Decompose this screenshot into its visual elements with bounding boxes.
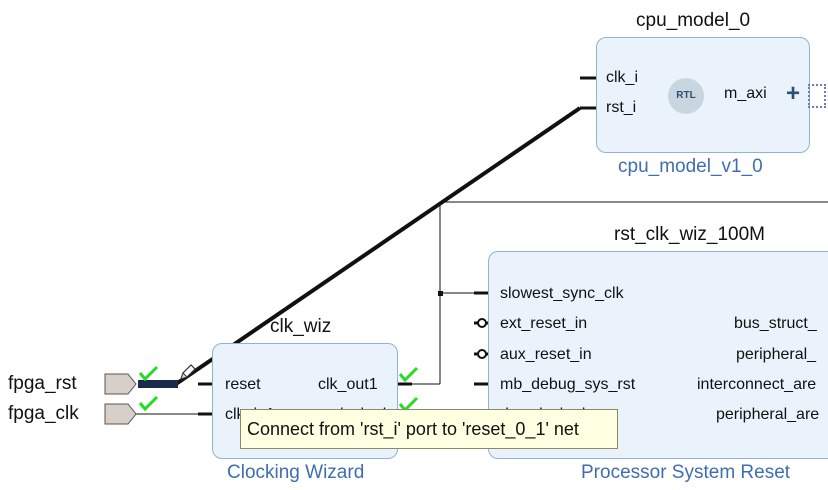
check-icon bbox=[398, 366, 419, 383]
block-subtitle-clk-wiz: Clocking Wizard bbox=[227, 462, 365, 483]
block-cpu-model[interactable] bbox=[596, 37, 810, 153]
pin-label-reset: reset bbox=[225, 376, 261, 393]
pin-label-interconnect-aresetn: interconnect_are bbox=[697, 376, 817, 393]
pin-label-bus-struct-reset: bus_struct_ bbox=[734, 315, 817, 332]
pin-label-peripheral-reset: peripheral_ bbox=[736, 346, 817, 363]
block-subtitle-cpu-model: cpu_model_v1_0 bbox=[618, 156, 763, 177]
port-label-fpga-clk[interactable]: fpga_clk bbox=[8, 403, 79, 424]
inverter-bubble-ext-reset bbox=[477, 318, 487, 328]
block-title-rst-clk-wiz: rst_clk_wiz_100M bbox=[614, 224, 765, 245]
pin-label-clk-out1: clk_out1 bbox=[318, 376, 378, 393]
pin-label-clk-i: clk_i bbox=[606, 69, 639, 86]
port-shape-fpga-rst[interactable] bbox=[104, 373, 137, 395]
pencil-cursor-icon bbox=[178, 362, 198, 382]
interface-connector-icon[interactable] bbox=[808, 84, 826, 108]
pin-label-slowest-sync-clk: slowest_sync_clk bbox=[500, 285, 624, 302]
connection-tooltip: Connect from 'rst_i' port to 'reset_0_1'… bbox=[240, 409, 618, 449]
pin-label-ext-reset-in: ext_reset_in bbox=[500, 315, 588, 332]
block-title-clk-wiz: clk_wiz bbox=[270, 316, 332, 337]
block-subtitle-rst-clk-wiz: Processor System Reset bbox=[581, 462, 791, 483]
pin-label-peripheral-aresetn: peripheral_are bbox=[716, 406, 820, 423]
wire-rst-connection[interactable] bbox=[174, 106, 582, 386]
pin-label-mb-debug-sys-rst: mb_debug_sys_rst bbox=[500, 376, 636, 393]
pin-label-rst-i: rst_i bbox=[606, 99, 637, 116]
port-shape-fpga-clk[interactable] bbox=[104, 403, 137, 425]
port-label-fpga-rst[interactable]: fpga_rst bbox=[8, 373, 77, 394]
pin-label-aux-reset-in: aux_reset_in bbox=[500, 346, 592, 363]
check-icon bbox=[138, 365, 159, 382]
expand-plus-icon[interactable]: + bbox=[786, 80, 801, 107]
rtl-icon: RTL bbox=[668, 78, 704, 114]
junction-dot bbox=[438, 291, 443, 296]
pin-label-m-axi: m_axi bbox=[724, 85, 767, 102]
block-title-cpu-model: cpu_model_0 bbox=[636, 10, 751, 31]
check-icon bbox=[138, 395, 159, 412]
inverter-bubble-aux-reset bbox=[477, 349, 487, 359]
